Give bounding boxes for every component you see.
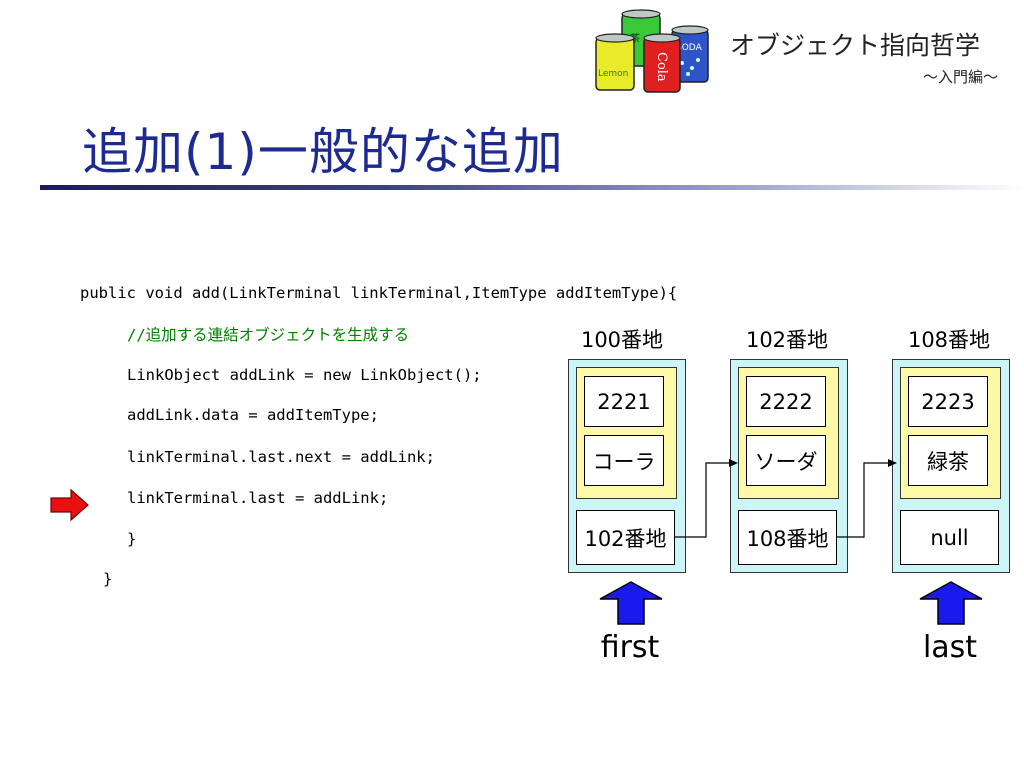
svg-text:Lemon: Lemon [598, 69, 628, 79]
code-comment-line: //追加する連結オブジェクトを生成する [127, 326, 410, 344]
node-3-next: null [900, 510, 999, 565]
lemon-can-icon: Lemon [595, 33, 635, 91]
first-pointer-arrow-icon [599, 581, 663, 625]
svg-text:SODA: SODA [676, 43, 703, 53]
node-2-next: 108番地 [738, 510, 837, 565]
link-1-to-2-arrow [675, 462, 734, 538]
code-line-6-current: linkTerminal.last = addLink; [127, 489, 389, 507]
svg-text:茶: 茶 [630, 32, 640, 45]
current-line-arrow-icon [50, 488, 89, 522]
node-2-address: 102番地 [745, 328, 829, 352]
node-1-address: 100番地 [580, 328, 664, 352]
node-1-data-name: コーラ [584, 435, 664, 486]
cola-can-icon: Cola [643, 33, 681, 93]
node-3-data-name: 緑茶 [908, 435, 988, 486]
svg-text:Cola: Cola [654, 52, 669, 82]
node-3-address: 108番地 [907, 328, 991, 352]
slide-title: 追加(1)一般的な追加 [82, 123, 564, 181]
link-2-to-3-arrow [837, 462, 893, 538]
course-subtitle: ～入門編～ [922, 68, 998, 86]
soda-can-icon: SODA [671, 25, 709, 83]
node-1-data-id: 2221 [584, 376, 664, 427]
link-1-to-2-arrowhead [729, 459, 738, 467]
link-2-to-3-arrowhead [888, 459, 897, 467]
node-1-next: 102番地 [576, 510, 675, 565]
title-underline [40, 185, 1024, 190]
code-close-brace-inner: } [127, 530, 137, 548]
last-pointer-arrow-icon [919, 581, 983, 625]
code-line-5: linkTerminal.last.next = addLink; [127, 448, 435, 466]
code-close-brace-outer: } [103, 570, 113, 588]
code-line-3: LinkObject addLink = new LinkObject(); [127, 366, 482, 384]
node-3-data-id: 2223 [908, 376, 988, 427]
cans-logo: 茶 SODA Lemon Cola [595, 9, 709, 93]
node-2-data-name: ソーダ [746, 435, 826, 486]
code-line-1: public void add(LinkTerminal linkTermina… [80, 284, 678, 302]
course-title: オブジェクト指向哲学 [729, 31, 980, 60]
first-pointer-label: first [600, 630, 660, 665]
code-line-4: addLink.data = addItemType; [127, 406, 379, 424]
last-pointer-label: last [922, 630, 978, 665]
node-2-data-id: 2222 [746, 376, 826, 427]
